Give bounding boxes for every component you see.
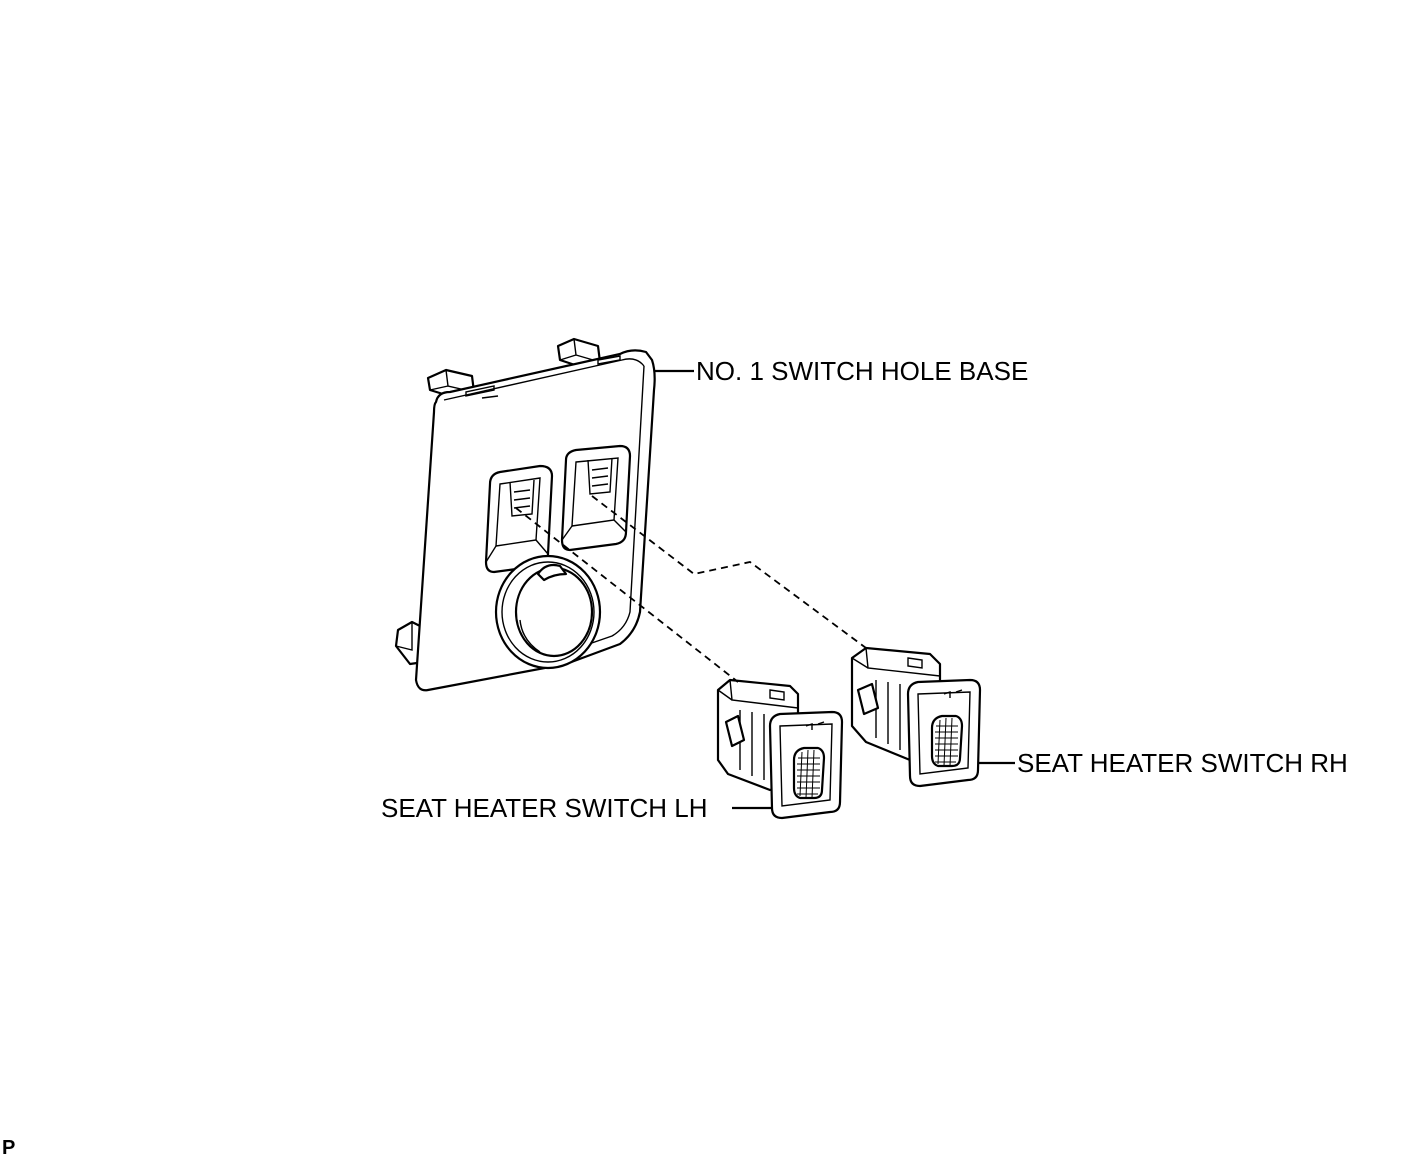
label-switch-hole-base: NO. 1 SWITCH HOLE BASE xyxy=(696,356,1029,386)
switch-opening-left xyxy=(484,464,554,574)
power-outlet-cap xyxy=(494,554,602,670)
guide-line-rh xyxy=(591,495,867,649)
seat-heater-switch-rh-drawing xyxy=(850,646,982,788)
assembly-guide-lines xyxy=(515,495,867,683)
label-seat-heater-switch-rh: SEAT HEATER SWITCH RH xyxy=(1017,748,1348,778)
corner-code: P xyxy=(2,1137,16,1159)
leader-lines xyxy=(654,369,1015,810)
label-seat-heater-switch-lh: SEAT HEATER SWITCH LH xyxy=(381,793,708,823)
seat-heater-switch-lh-drawing xyxy=(716,678,844,820)
